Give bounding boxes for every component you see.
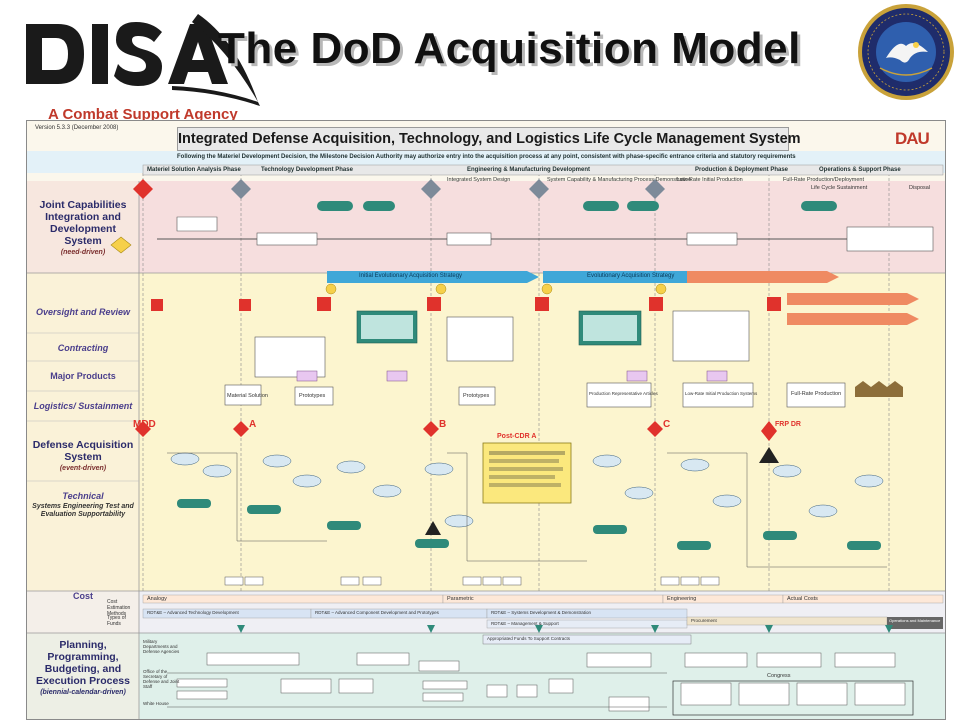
phase-pd: Production & Deployment Phase xyxy=(695,167,789,173)
lane-ppbe-sub: (biennial-calendar-driven) xyxy=(40,689,126,697)
acquisition-chart: Version 5.3.3 (December 2008) Integrated… xyxy=(26,120,946,720)
subphase-lrip: Low-Rate Initial Production xyxy=(677,177,743,183)
product-production-rep: Production Representative Articles xyxy=(589,391,658,396)
fund-procurement: Procurement xyxy=(691,618,717,623)
dau-logo: DAU xyxy=(895,129,930,148)
lane-contracting: Contracting xyxy=(57,343,109,353)
lane-logistics: Logistics/ Sustainment xyxy=(33,401,133,411)
cost-actual: Actual Costs xyxy=(787,596,818,602)
lane-funds: Types of Funds xyxy=(107,615,126,627)
lane-military: Military Departments and Defense Agencie… xyxy=(143,639,180,654)
milestone-a: A xyxy=(249,419,257,430)
disa-logo-mark xyxy=(26,14,260,106)
lane-technical: Technical Systems Engineering Test and E… xyxy=(31,491,135,519)
jitc-seal xyxy=(856,2,956,102)
post-cdr-label: Post-CDR A xyxy=(497,433,537,440)
product-material-solution: Material Solution xyxy=(227,393,268,399)
disa-logo: A Combat Support Agency xyxy=(22,10,262,123)
chart-version: Version 5.3.3 (December 2008) xyxy=(35,125,119,131)
chart-title: Integrated Defense Acquisition, Technolo… xyxy=(177,127,801,151)
milestone-c: C xyxy=(663,419,671,430)
fund-sdd: RDT&E – Systems Development & Demonstrat… xyxy=(491,610,592,615)
lane-das: Defense Acquisition System (event-driven… xyxy=(31,439,135,473)
lane-oversight: Oversight and Review xyxy=(35,307,131,317)
ppbe-appropriated: Appropriated Funds To Support Contracts xyxy=(487,636,570,641)
lane-white-house: White House xyxy=(143,701,169,706)
milestone-b: B xyxy=(439,419,447,430)
tagline: A Combat Support Agency xyxy=(48,106,238,123)
fund-ms: RDT&E – Management & Support xyxy=(491,621,559,626)
lane-technical-title: Technical xyxy=(62,491,104,501)
lane-das-sub: (event-driven) xyxy=(59,465,107,473)
entry-banner: Following the Materiel Development Decis… xyxy=(177,154,796,160)
lane-jcids-sub: (need-driven) xyxy=(60,249,106,257)
lane-ppbe: Planning, Programming, Budgeting, and Ex… xyxy=(31,639,135,697)
phase-emd: Engineering & Manufacturing Development xyxy=(467,167,591,173)
lane-ppbe-title: Planning, Programming, Budgeting, and Ex… xyxy=(36,639,130,688)
lane-jcids-title: Joint Capabilities Integration and Devel… xyxy=(39,199,127,248)
product-frp: Full-Rate Production xyxy=(791,391,842,397)
fund-om: Operations and Maintenance xyxy=(889,618,941,623)
fund-acdp: RDT&E – Advanced Component Development a… xyxy=(315,610,439,615)
cost-parametric: Parametric xyxy=(447,596,474,602)
milestone-mdd: MDD xyxy=(133,419,156,430)
subphase-scmpd: System Capability & Manufacturing Proces… xyxy=(547,177,692,183)
lane-das-title: Defense Acquisition System xyxy=(32,439,134,464)
product-lrip: Low-Rate Initial Production Systems xyxy=(685,391,758,396)
lane-jcids: Joint Capabilities Integration and Devel… xyxy=(31,199,135,257)
chart-background xyxy=(27,151,945,719)
ppbe-congress: Congress xyxy=(767,673,791,679)
product-prototypes-2: Prototypes xyxy=(463,393,490,399)
cost-analogy: Analogy xyxy=(147,596,167,602)
phase-os: Operations & Support Phase xyxy=(819,167,901,173)
strategy-initial: Initial Evolutionary Acquisition Strateg… xyxy=(359,273,463,279)
fund-atd: RDT&E – Advanced Technology Development xyxy=(147,610,239,615)
strategy-evolutionary: Evolutionary Acquisition Strategy xyxy=(587,273,675,279)
phase-td: Technology Development Phase xyxy=(261,167,353,173)
subphase-isd: Integrated System Design xyxy=(447,177,511,183)
lane-cost: Cost xyxy=(73,591,93,601)
seal-graphic xyxy=(858,4,954,100)
product-prototypes-1: Prototypes xyxy=(299,393,326,399)
lane-osd: Office of the Secretary of Defense and J… xyxy=(143,669,180,689)
subphase-disposal: Disposal xyxy=(909,185,931,191)
lane-cost-est: Cost Estimation Methods xyxy=(107,599,131,617)
lane-technical-sub: Systems Engineering Test and Evaluation … xyxy=(32,503,134,519)
subphase-lcs: Life Cycle Sustainment xyxy=(811,185,868,191)
cost-engineering: Engineering xyxy=(667,596,697,602)
lane-major-products: Major Products xyxy=(50,371,116,381)
frp-dr-label: FRP DR xyxy=(775,421,801,428)
subphase-frp: Full-Rate Production/Deployment xyxy=(783,177,865,183)
phase-msa: Materiel Solution Analysis Phase xyxy=(147,167,241,173)
page-title: The DoD Acquisition Model xyxy=(218,24,801,73)
